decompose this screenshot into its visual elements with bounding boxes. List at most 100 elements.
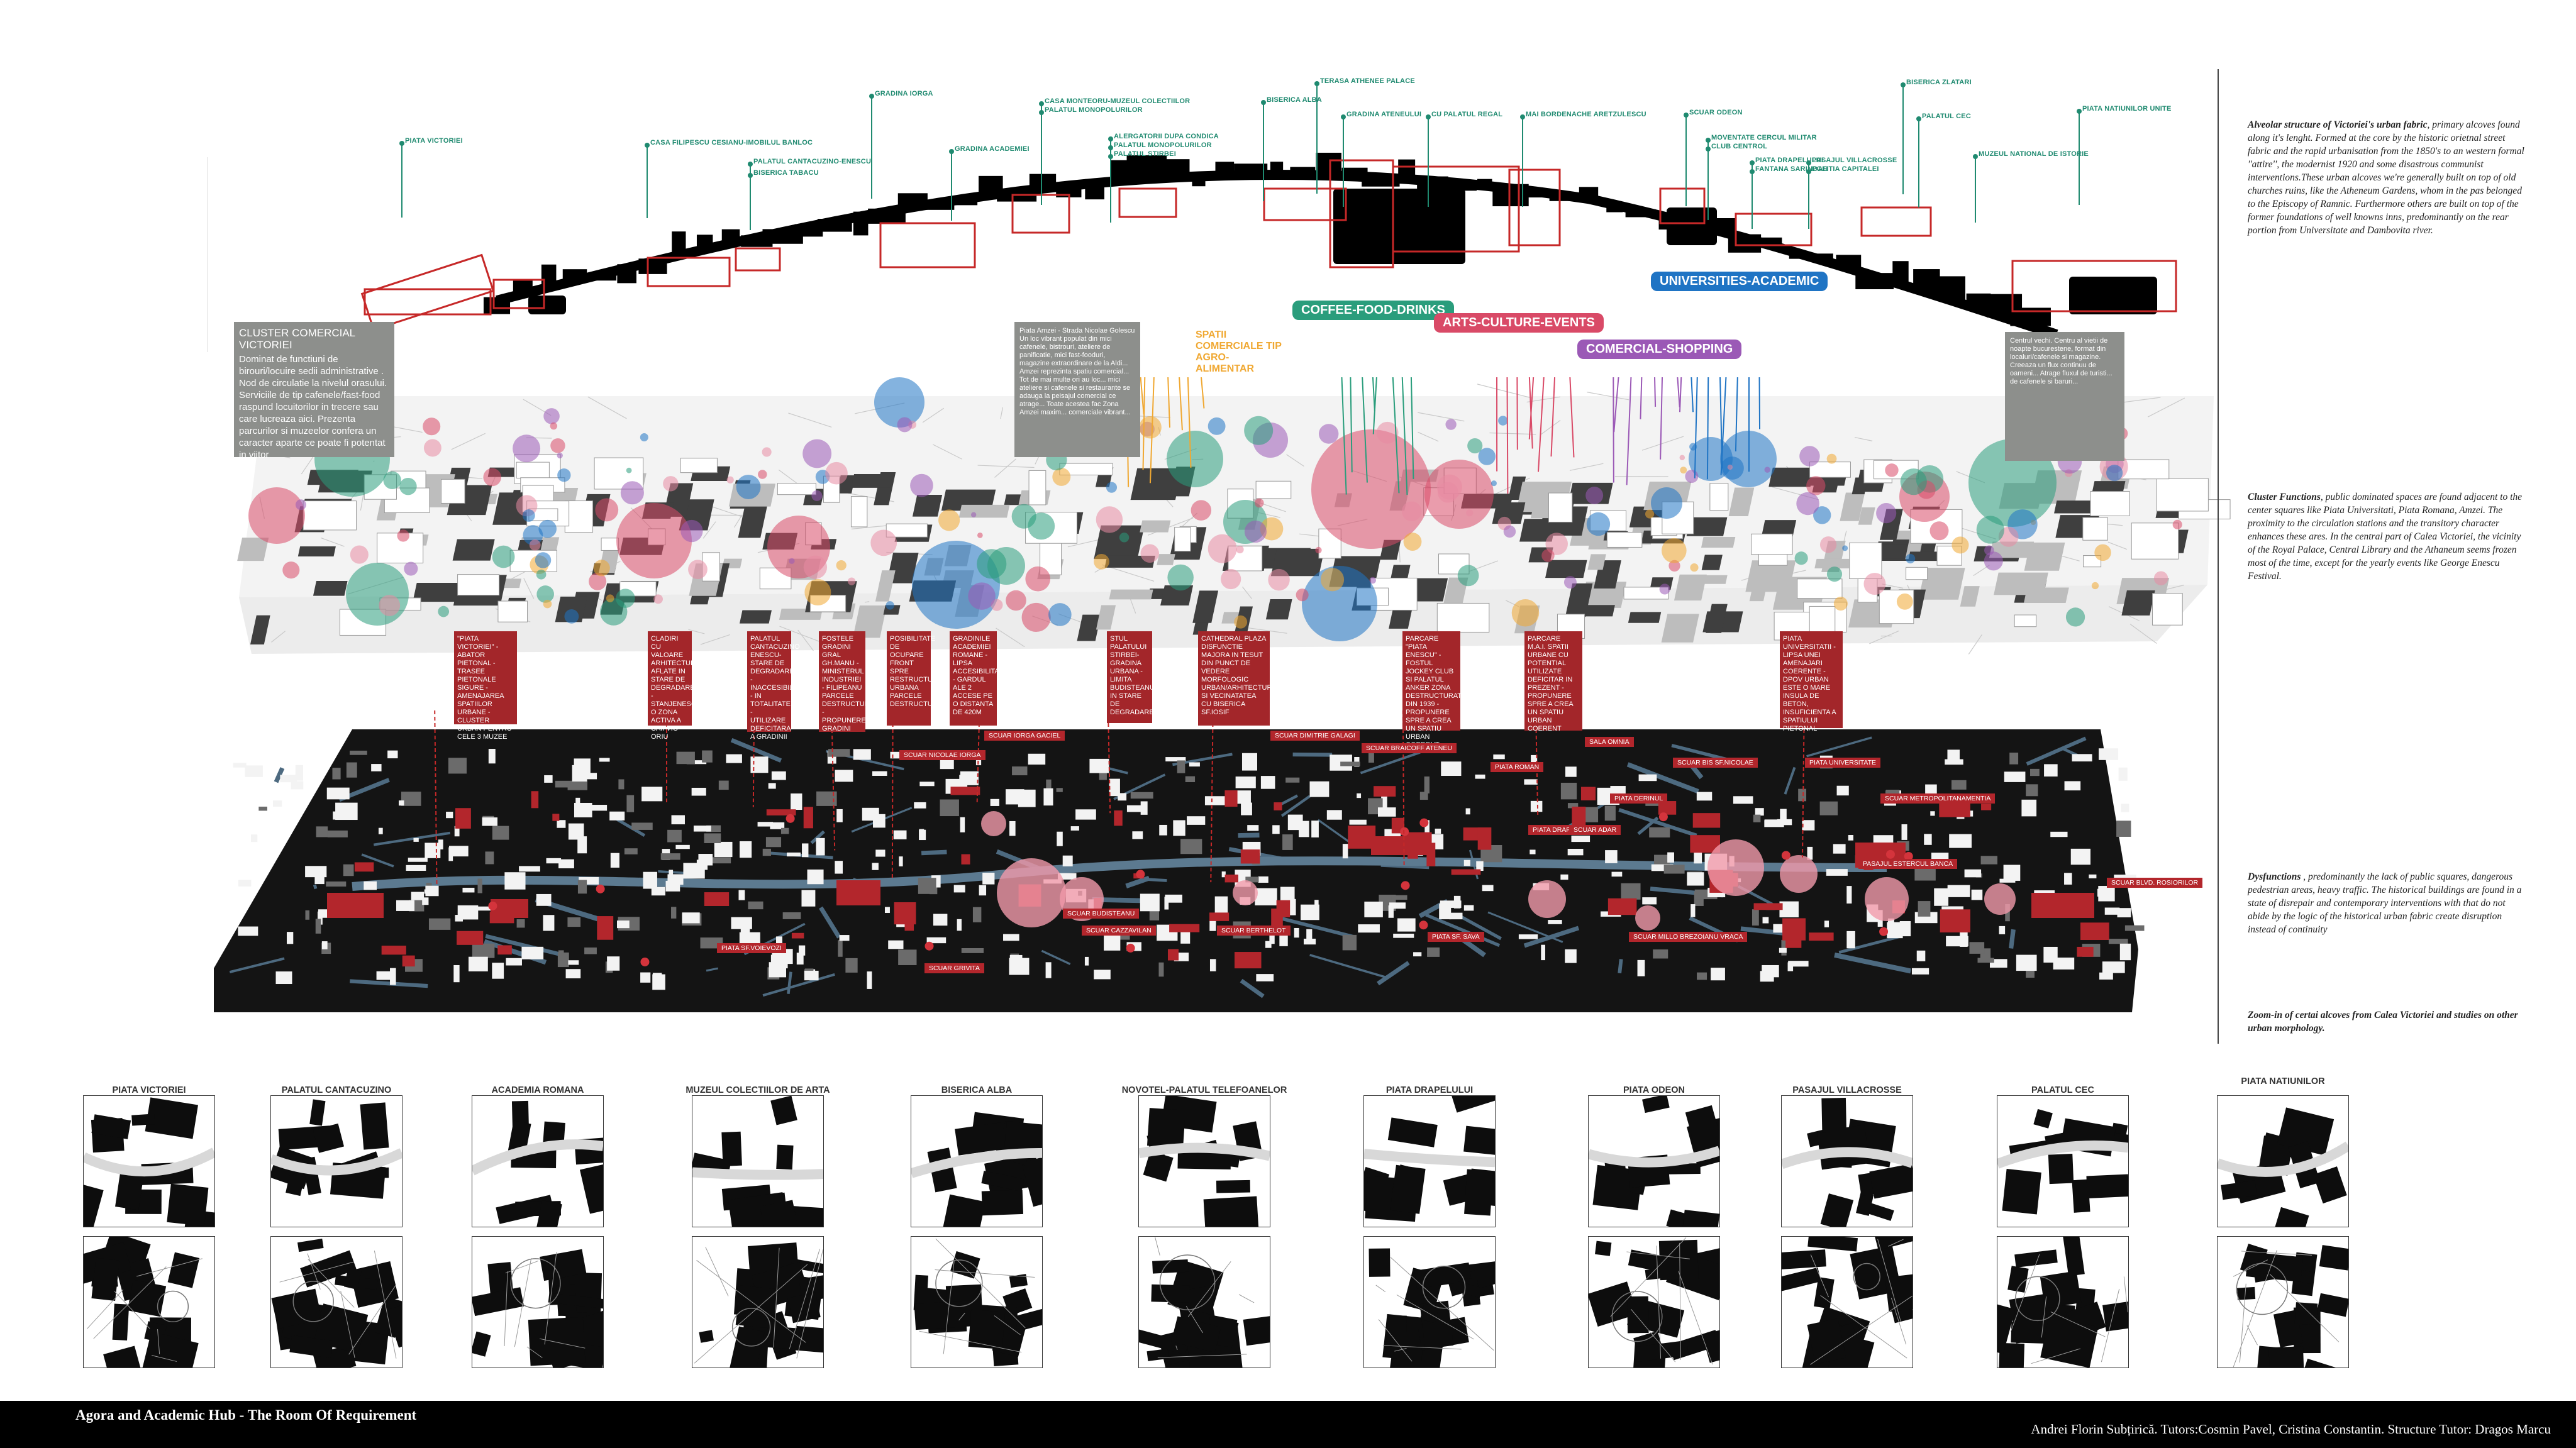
top-label-pin-3 [748,172,753,231]
thumbnail-5-figure-ground [1138,1095,1270,1227]
top-label-21: PASAJUL VILLACROSSE [1812,157,1897,164]
square-label-10: SCUAR ADAR [1569,825,1621,835]
thumbnail-10-figure-ground [2217,1095,2349,1227]
project-title: Agora and Academic Hub - The Room Of Req… [75,1407,417,1423]
square-label-0: SCUAR NICOLAE IORGA [899,750,985,760]
thumbnail-drawing-4-0 [911,1096,1042,1227]
thumbnail-title-10: PIATA NATIUNILOR [2241,1076,2325,1086]
top-label-22: POLITIA CAPITALEI [1812,165,1879,173]
top-label-26: PIATA NATIUNILOR UNITE [2082,105,2172,113]
thumbnail-drawing-6-0 [1364,1096,1495,1227]
thumbnail-drawing-10-0 [2218,1096,2348,1227]
top-label-18: CLUB CENTROL [1711,143,1768,150]
project-credits: Andrei Florin Subțirică. Tutors:Cosmin P… [2031,1422,2551,1437]
right-divider [2218,69,2219,1044]
dysfunction-note-7: CATHEDRAL PLAZA DISFUNCTIE MAJORA IN TES… [1198,631,1280,726]
top-label-14: CU PALATUL REGAL [1431,111,1503,118]
dysfunction-note-9: PARCARE M.A.I. SPATII URBANE CU POTENTIA… [1524,631,1582,732]
top-label-25: MUZEUL NATIONAL DE ISTORIE [1979,150,2089,158]
category-0: SPATII COMERCIALE TIP AGRO-ALIMENTAR [1196,329,1282,374]
alveolar-plan-strip [207,152,2177,352]
top-label-pin-13 [1341,114,1346,207]
thumbnail-drawing-3-0 [692,1096,823,1227]
dysfunction-note-6: STUL PALATULUI STIRBEI-GRADINA URBANA - … [1107,631,1155,723]
top-label-pin-26 [2077,109,2082,205]
square-label-12: PIATA SF.VOIEVOZI [717,943,786,953]
thumbnail-drawing-7-0 [1589,1096,1719,1227]
footer-bar: Agora and Academic Hub - The Room Of Req… [0,1401,2576,1448]
thumbnail-4-figure-ground [911,1095,1043,1227]
top-label-pin-0 [399,141,404,218]
thumbnail-drawing-6-1 [1364,1237,1495,1368]
dysfunction-note-8: PARCARE "PIATA ENESCU" - FOSTUL JOCKEY C… [1402,631,1466,749]
thumbnail-7-plan [1588,1236,1720,1368]
top-label-pin-11 [1261,100,1266,201]
thumbnail-drawing-8-1 [1782,1237,1913,1368]
thumbnail-drawing-8-0 [1782,1096,1913,1227]
thumbnail-drawing-5-1 [1139,1237,1270,1368]
top-label-4: GRADINA IORGA [875,90,933,97]
top-label-pin-4 [869,94,874,199]
top-label-19: PIATA DRAPELULUI [1755,157,1824,164]
thumbnail-drawing-7-1 [1589,1237,1719,1368]
square-label-4: SALA OMNIA [1585,737,1634,747]
cluster-victoriei-body: Dominat de functiuni de birouri/locuire … [239,354,387,460]
dysfunction-note-5: GRADINILE ACADEMIEI ROMANE - LIPSA ACCES… [950,631,1008,726]
side-note-dysfunctions-body: , predominantly the lack of public squar… [2248,871,2522,935]
thumbnail-2-plan [472,1236,604,1368]
top-label-2: PALATUL CANTACUZINO-ENESCU [753,158,872,165]
thumbnail-title-8: PASAJUL VILLACROSSE [1792,1085,1902,1095]
side-note-alveolar-head: Alveolar structure of Victoriei's urban … [2248,119,2428,130]
square-label-6: PIATA UNIVERSITATE [1805,758,1880,768]
thumbnail-drawing-10-1 [2218,1237,2348,1368]
top-label-3: BISERICA TABACU [753,169,819,177]
top-label-24: PALATUL CEC [1922,113,1971,120]
category-2: ARTS-CULTURE-EVENTS [1434,313,1604,333]
square-label-11: SCUAR METROPOLITANAMENTIA [1880,793,1996,804]
top-label-16: SCUAR ODEON [1689,109,1743,116]
thumbnail-drawing-1-0 [271,1096,402,1227]
thumbnail-drawing-0-1 [84,1237,214,1368]
thumbnail-8-plan [1781,1236,1913,1368]
thumbnail-title-1: PALATUL CANTACUZINO [281,1085,392,1095]
square-label-20: PASAJUL ESTERCUL BANCA [1858,859,1958,869]
square-label-2: SCUAR DIMITRIE GALAGI [1270,731,1360,741]
square-label-5: SCUAR BIS SF.NICOLAE [1673,758,1758,768]
category-1: COFFEE-FOOD-DRINKS [1292,301,1454,320]
top-label-pin-15 [1520,114,1525,207]
top-label-pin-12 [1314,81,1319,194]
centrul-vechi-note: Centrul vechi. Centru al vietii de noapt… [2005,332,2124,461]
square-label-9: PIATA DERINUL [1610,793,1668,804]
top-label-1: CASA FILIPESCU CESIANU-IMOBILUL BANLOC [650,139,813,146]
thumbnail-1-figure-ground [270,1095,402,1227]
thumbnail-drawing-2-1 [472,1237,603,1368]
thumbnail-6-figure-ground [1363,1095,1496,1227]
side-note-dysfunctions-head: Dysfunctions [2248,871,2301,882]
centrul-vechi-body: Centrul vechi. Centru al vietii de noapt… [2010,337,2112,385]
square-label-7: PIATA ROMAN [1491,762,1544,772]
cluster-victoriei-note: CLUSTER COMERCIAL VICTORIEI Dominat de f… [234,322,394,460]
thumbnail-title-5: NOVOTEL-PALATUL TELEFOANELOR [1121,1085,1287,1095]
dysfunction-note-0: "PIATA VICTORIEI" - ABATOR PIETONAL - TR… [454,631,517,741]
thumbnail-title-6: PIATA DRAPELULUI [1385,1085,1474,1095]
dysfunction-note-4: POSIBILITATE DE OCUPARE FRONT SPRE RESTR… [887,631,952,726]
top-label-5: GRADINA ACADEMIEI [955,145,1030,153]
side-note-alveolar: Alveolar structure of Victoriei's urban … [2248,118,2524,237]
thumbnail-1-plan [270,1236,402,1368]
thumbnail-2-figure-ground [472,1095,604,1227]
top-label-pin-25 [1973,153,1978,223]
thumbnail-3-figure-ground [692,1095,824,1227]
thumbnail-drawing-9-1 [1997,1237,2128,1368]
top-label-pin-10 [1108,153,1113,223]
thumbnail-drawing-3-1 [692,1237,823,1368]
thumbnail-9-figure-ground [1997,1095,2129,1227]
thumbnail-0-figure-ground [83,1095,215,1227]
top-label-13: GRADINA ATENEULUI [1346,111,1422,118]
top-label-pin-5 [949,148,954,221]
thumbnail-0-plan [83,1236,215,1368]
amzei-note: Piata Amzei - Strada Nicolae Golescu Un … [1014,322,1140,457]
thumbnail-title-7: PIATA ODEON [1623,1085,1685,1095]
square-label-17: SCUAR MILLO BREZOIANU VRACA [1629,932,1748,942]
thumbnail-drawing-4-1 [911,1237,1042,1368]
